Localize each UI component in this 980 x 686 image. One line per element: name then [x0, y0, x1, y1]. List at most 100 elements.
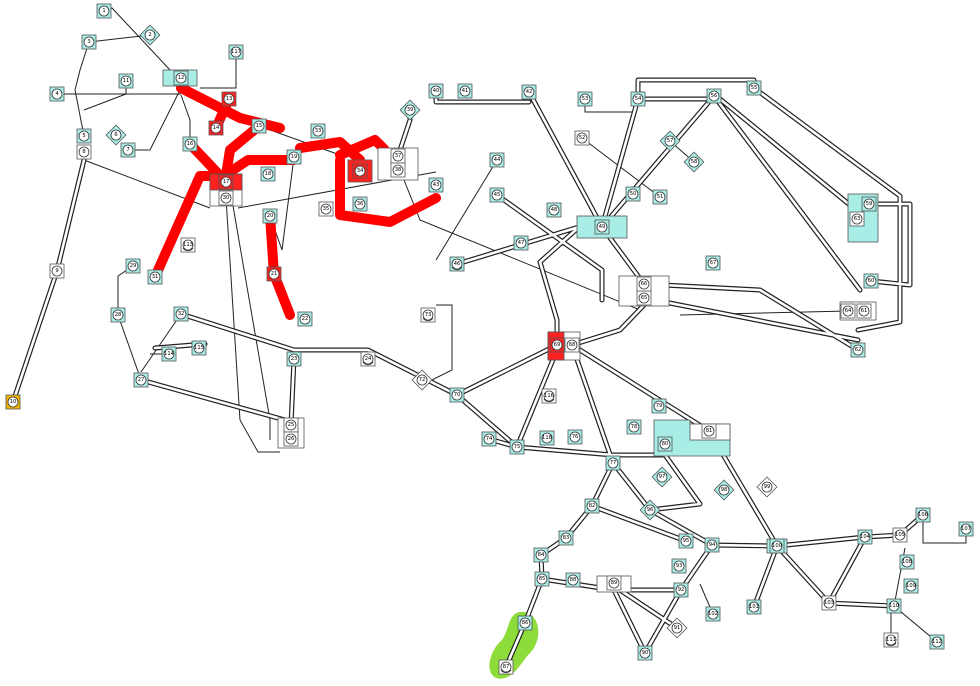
- node-31[interactable]: 31: [147, 269, 163, 285]
- node-16[interactable]: 16: [182, 136, 198, 152]
- node-67[interactable]: 67: [705, 255, 721, 271]
- node-117[interactable]: 117: [228, 44, 244, 60]
- node-30[interactable]: 30: [218, 190, 234, 206]
- node-73[interactable]: 73: [420, 307, 436, 323]
- node-59[interactable]: 59: [861, 196, 877, 212]
- node-39[interactable]: 39: [399, 99, 421, 121]
- node-64[interactable]: 64: [840, 303, 856, 319]
- node-82[interactable]: 82: [584, 498, 600, 514]
- node-41[interactable]: 41: [457, 83, 473, 99]
- node-34[interactable]: 34: [352, 163, 368, 179]
- node-81[interactable]: 81: [701, 423, 717, 439]
- node-56[interactable]: 56: [706, 88, 722, 104]
- node-27[interactable]: 27: [133, 372, 149, 388]
- node-92[interactable]: 92: [673, 582, 689, 598]
- node-26[interactable]: 26: [283, 431, 299, 447]
- node-86[interactable]: 86: [517, 615, 533, 631]
- node-104[interactable]: 104: [857, 529, 873, 545]
- node-21[interactable]: 21: [266, 266, 282, 282]
- node-77[interactable]: 77: [605, 455, 621, 471]
- node-100[interactable]: 100: [769, 538, 785, 554]
- node-4[interactable]: 4: [49, 86, 65, 102]
- node-6[interactable]: 6: [105, 124, 127, 146]
- node-62[interactable]: 62: [850, 342, 866, 358]
- node-15[interactable]: 15: [251, 118, 267, 134]
- node-72[interactable]: 72: [411, 369, 433, 391]
- node-89[interactable]: 89: [606, 575, 622, 591]
- node-35[interactable]: 35: [318, 201, 334, 217]
- node-63[interactable]: 63: [849, 211, 865, 227]
- node-84[interactable]: 84: [533, 547, 549, 563]
- node-105[interactable]: 105: [892, 527, 908, 543]
- node-96[interactable]: 96: [639, 499, 661, 521]
- node-83[interactable]: 83: [558, 530, 574, 546]
- node-17[interactable]: 17: [218, 174, 234, 190]
- node-9[interactable]: 9: [49, 263, 65, 279]
- node-36[interactable]: 36: [352, 196, 368, 212]
- node-7[interactable]: 7: [120, 142, 136, 158]
- node-68[interactable]: 68: [564, 337, 580, 353]
- node-29[interactable]: 29: [125, 258, 141, 274]
- node-66[interactable]: 66: [636, 276, 652, 292]
- node-112[interactable]: 112: [929, 634, 945, 650]
- node-114[interactable]: 114: [161, 346, 177, 362]
- node-28[interactable]: 28: [110, 307, 126, 323]
- node-106[interactable]: 106: [915, 507, 931, 523]
- node-13[interactable]: 13: [221, 91, 237, 107]
- node-74[interactable]: 74: [481, 431, 497, 447]
- node-97[interactable]: 97: [651, 466, 673, 488]
- node-10[interactable]: 10: [5, 394, 21, 410]
- node-93[interactable]: 93: [671, 558, 687, 574]
- node-46[interactable]: 46: [449, 256, 465, 272]
- node-20[interactable]: 20: [262, 208, 278, 224]
- node-40[interactable]: 40: [428, 83, 444, 99]
- node-5[interactable]: 5: [76, 128, 92, 144]
- node-44[interactable]: 44: [489, 152, 505, 168]
- node-1[interactable]: 1: [96, 3, 112, 19]
- node-98[interactable]: 98: [713, 479, 735, 501]
- node-70[interactable]: 70: [449, 387, 465, 403]
- node-55[interactable]: 55: [746, 80, 762, 96]
- node-57[interactable]: 57: [659, 130, 681, 152]
- node-48[interactable]: 48: [546, 202, 562, 218]
- node-94[interactable]: 94: [704, 537, 720, 553]
- node-51[interactable]: 51: [652, 189, 668, 205]
- node-85[interactable]: 85: [534, 571, 550, 587]
- node-79[interactable]: 79: [651, 398, 667, 414]
- node-22[interactable]: 22: [297, 311, 313, 327]
- node-58[interactable]: 58: [683, 151, 705, 173]
- node-111[interactable]: 111: [883, 632, 899, 648]
- node-49[interactable]: 49: [594, 219, 610, 235]
- node-90[interactable]: 90: [637, 645, 653, 661]
- node-52[interactable]: 52: [574, 130, 590, 146]
- node-47[interactable]: 47: [513, 235, 529, 251]
- node-3[interactable]: 3: [81, 34, 97, 50]
- node-8[interactable]: 8: [76, 144, 92, 160]
- node-38[interactable]: 38: [390, 162, 406, 178]
- node-14[interactable]: 14: [208, 120, 224, 136]
- node-25[interactable]: 25: [283, 417, 299, 433]
- node-37[interactable]: 37: [390, 148, 406, 164]
- node-88[interactable]: 88: [565, 572, 581, 588]
- node-80[interactable]: 80: [657, 436, 673, 452]
- node-53[interactable]: 53: [577, 91, 593, 107]
- node-24[interactable]: 24: [360, 351, 376, 367]
- node-103[interactable]: 103: [821, 595, 837, 611]
- node-102[interactable]: 102: [705, 606, 721, 622]
- node-12[interactable]: 12: [173, 70, 189, 86]
- node-115[interactable]: 115: [191, 340, 207, 356]
- node-101[interactable]: 101: [746, 599, 762, 615]
- node-45[interactable]: 45: [489, 187, 505, 203]
- node-109[interactable]: 109: [903, 578, 919, 594]
- node-65[interactable]: 65: [636, 290, 652, 306]
- node-50[interactable]: 50: [625, 186, 641, 202]
- node-118[interactable]: 118: [539, 430, 555, 446]
- node-95[interactable]: 95: [678, 533, 694, 549]
- node-33[interactable]: 33: [310, 123, 326, 139]
- node-2[interactable]: 2: [139, 24, 161, 46]
- node-107[interactable]: 107: [958, 521, 974, 537]
- node-11[interactable]: 11: [118, 73, 134, 89]
- node-61[interactable]: 61: [856, 303, 872, 319]
- node-91[interactable]: 91: [666, 617, 688, 639]
- node-43[interactable]: 43: [428, 177, 444, 193]
